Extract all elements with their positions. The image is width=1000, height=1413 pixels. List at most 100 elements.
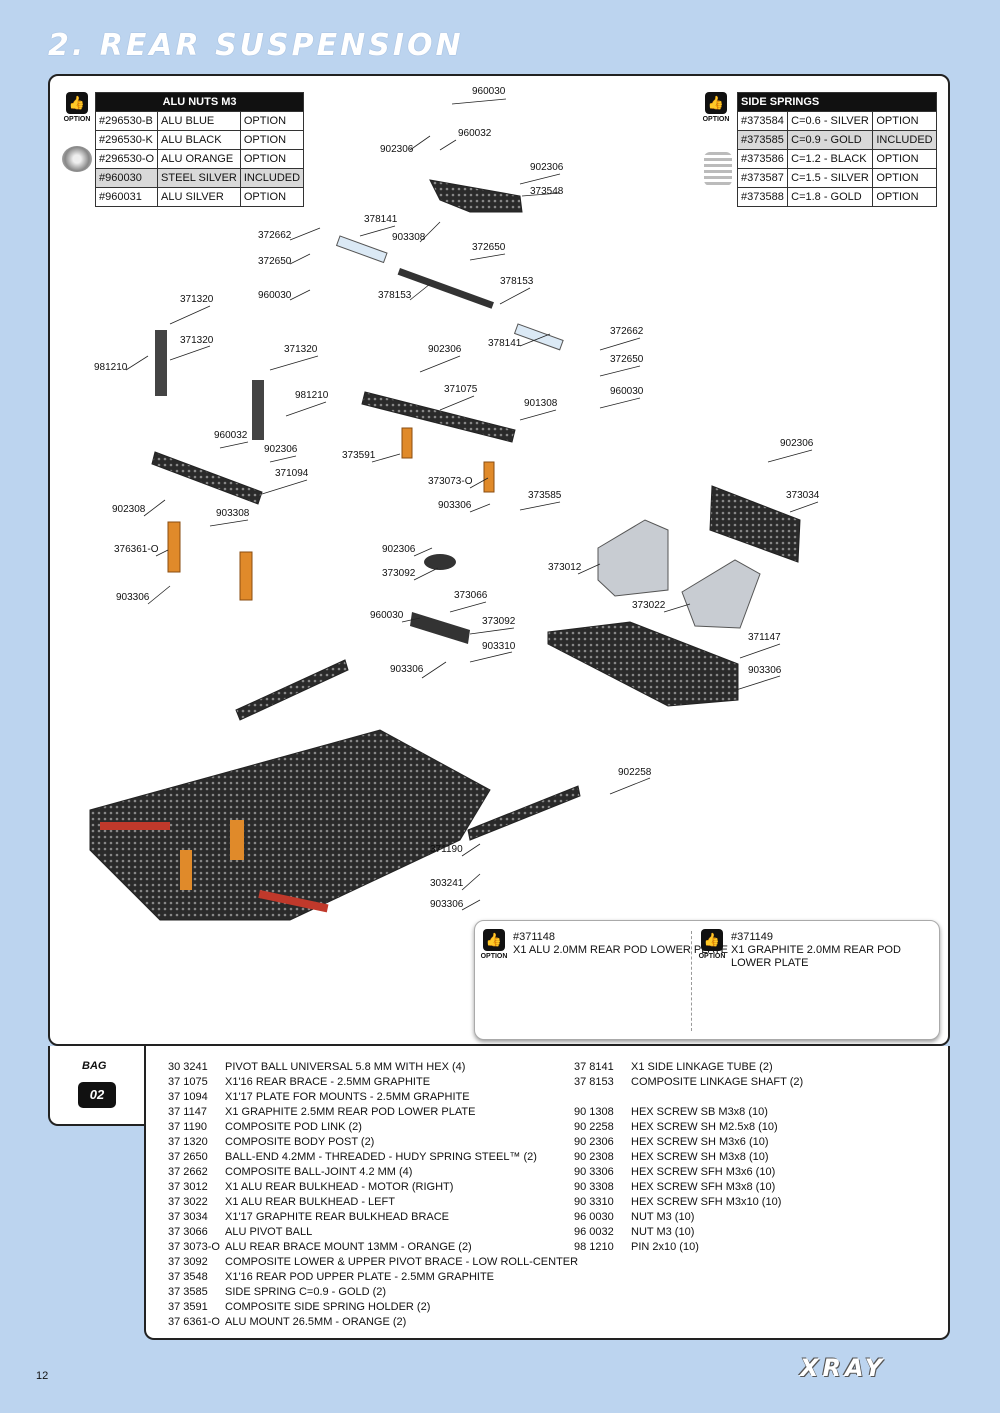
brand-logo: XRAY: [800, 1354, 887, 1382]
part-code: 37 3034: [168, 1211, 208, 1223]
part-description: ALU PIVOT BALL: [225, 1226, 313, 1238]
part-label: 373585: [528, 490, 562, 501]
name-cell: ALU BLACK: [157, 130, 241, 150]
part-code: 37 1190: [168, 1121, 207, 1133]
status-cell: OPTION: [239, 149, 305, 169]
plate-for-mounts: [151, 451, 263, 505]
page-title: 2. REAR SUSPENSION: [48, 28, 464, 63]
part-label: 372650: [610, 354, 644, 365]
part-label: 371147: [748, 632, 781, 643]
part-code: 90 2306: [574, 1136, 614, 1148]
part-description: X1'17 GRAPHITE REAR BULKHEAD BRACE: [225, 1211, 450, 1223]
name-cell: STEEL SILVER: [157, 168, 241, 188]
code-cell: #296530-O: [94, 149, 159, 169]
status-cell: INCLUDED: [239, 168, 305, 188]
nuts-table-header: ALU NUTS M3: [94, 92, 305, 112]
part-description: X1 SIDE LINKAGE TUBE (2): [631, 1061, 773, 1073]
bag-number: 02: [78, 1082, 116, 1108]
part-label: 960030: [610, 386, 644, 397]
part-description: ALU REAR BRACE MOUNT 13MM - ORANGE (2): [225, 1241, 472, 1253]
thumbs-up-icon: 👍: [66, 92, 88, 114]
springs-table-header: SIDE SPRINGS: [737, 92, 937, 112]
part-label: 371190: [430, 844, 463, 855]
part-description: ALU MOUNT 26.5MM - ORANGE (2): [225, 1316, 407, 1328]
part-code: 37 8153: [574, 1076, 614, 1088]
part-label: 372662: [610, 326, 644, 337]
code-cell: #296530-B: [94, 111, 159, 131]
part-description: COMPOSITE BODY POST (2): [225, 1136, 375, 1148]
part-description: HEX SCREW SB M3x8 (10): [631, 1106, 768, 1118]
part-label: 373092: [382, 568, 416, 579]
part-description: X1 ALU REAR BULKHEAD - MOTOR (RIGHT): [225, 1181, 454, 1193]
part-label: 372662: [258, 230, 292, 241]
part-code: 96 0032: [574, 1226, 614, 1238]
part-description: HEX SCREW SFH M3x8 (10): [631, 1181, 776, 1193]
part-label: 378153: [378, 290, 412, 301]
part-code: 37 3548: [168, 1271, 208, 1283]
part-code: 37 3012: [168, 1181, 208, 1193]
option-name: X1 ALU 2.0MM REAR POD LOWER PLATE: [513, 944, 728, 956]
part-description: PIVOT BALL UNIVERSAL 5.8 MM WITH HEX (4): [225, 1061, 466, 1073]
part-code: 30 3241: [168, 1061, 208, 1073]
part-label: 373022: [632, 600, 666, 611]
part-code: 96 0030: [574, 1211, 614, 1223]
part-code: 37 1147: [168, 1106, 207, 1118]
part-label: 903306: [116, 592, 150, 603]
code-cell: #960031: [94, 187, 159, 207]
code-cell: #960030: [94, 168, 159, 188]
part-description: HEX SCREW SH M3x6 (10): [631, 1136, 769, 1148]
part-description: HEX SCREW SFH M3x10 (10): [631, 1196, 782, 1208]
part-label: 373073-O: [428, 476, 473, 487]
part-label: 960030: [370, 610, 404, 621]
part-description: COMPOSITE BALL-JOINT 4.2 MM (4): [225, 1166, 413, 1178]
part-code: 90 2308: [574, 1151, 614, 1163]
part-description: NUT M3 (10): [631, 1211, 695, 1223]
status-cell: OPTION: [872, 111, 937, 131]
part-description: X1 ALU REAR BULKHEAD - LEFT: [225, 1196, 395, 1208]
option-badge-springs: 👍 OPTION: [701, 92, 731, 123]
bulkhead-brace: [709, 485, 801, 563]
part-description: COMPOSITE LOWER & UPPER PIVOT BRACE - LO…: [225, 1256, 579, 1268]
part-code: 37 3092: [168, 1256, 208, 1268]
lower-pod-plate: [547, 621, 739, 707]
part-label: 371094: [275, 468, 309, 479]
part-code: 90 2258: [574, 1121, 614, 1133]
part-label: 373034: [786, 490, 820, 501]
status-cell: INCLUDED: [872, 130, 937, 150]
part-code: 37 2662: [168, 1166, 208, 1178]
part-description: X1 GRAPHITE 2.5MM REAR POD LOWER PLATE: [225, 1106, 476, 1118]
part-code: 37 3585: [168, 1286, 208, 1298]
status-cell: OPTION: [872, 187, 937, 207]
part-code: 37 6361-O: [168, 1316, 220, 1328]
name-cell: C=1.5 - SILVER: [787, 168, 874, 188]
part-code: 90 3306: [574, 1166, 614, 1178]
part-label: 981210: [94, 362, 128, 373]
part-label: 902306: [380, 144, 414, 155]
part-description: X1'16 REAR POD UPPER PLATE - 2.5MM GRAPH…: [225, 1271, 495, 1283]
status-cell: OPTION: [872, 149, 937, 169]
part-label: 902306: [382, 544, 416, 555]
part-code: 90 1308: [574, 1106, 614, 1118]
part-label: 902306: [780, 438, 814, 449]
part-label: 903308: [392, 232, 426, 243]
part-label: 373548: [530, 186, 564, 197]
option-badge-label: OPTION: [698, 953, 726, 960]
part-description: COMPOSITE SIDE SPRING HOLDER (2): [225, 1301, 431, 1313]
part-description: HEX SCREW SFH M3x6 (10): [631, 1166, 776, 1178]
code-cell: #296530-K: [94, 130, 159, 150]
upper-pod-plate: [429, 179, 523, 213]
part-label: 371320: [284, 344, 318, 355]
part-label: 903310: [482, 641, 516, 652]
option-badge-label: OPTION: [63, 116, 91, 123]
option-badge: 👍 OPTION: [479, 929, 509, 960]
option-item-2: #371149 X1 GRAPHITE 2.0MM REAR POD LOWER…: [731, 931, 939, 970]
part-label: 960030: [258, 290, 292, 301]
option-plates-callout: 👍 OPTION #371148 X1 ALU 2.0MM REAR POD L…: [474, 920, 940, 1040]
